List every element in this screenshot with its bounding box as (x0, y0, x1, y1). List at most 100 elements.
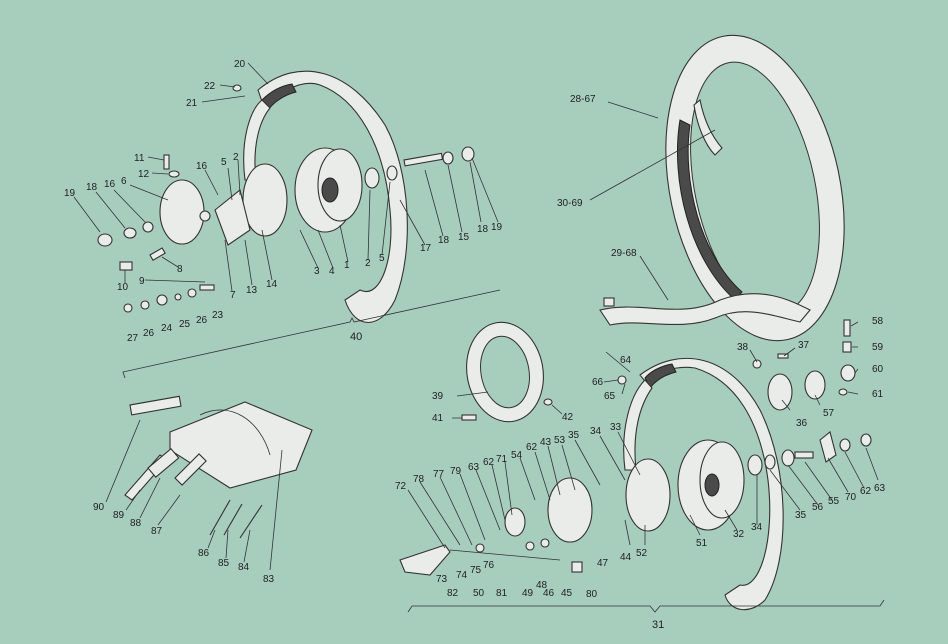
callout: 84 (238, 562, 250, 573)
callout: 39 (432, 391, 444, 402)
front-hub (159, 146, 475, 246)
callout: 6 (121, 176, 127, 187)
callout: 29-68 (611, 248, 637, 259)
front-group-brace (122, 289, 501, 379)
callout: 86 (198, 548, 210, 559)
callout: 26 (196, 315, 208, 326)
callout: 35 (568, 430, 580, 441)
callout: 14 (266, 279, 278, 290)
callout: 5 (221, 157, 227, 168)
callout: 77 (433, 469, 445, 480)
callout: 63 (468, 462, 480, 473)
callout: 16 (104, 179, 116, 190)
sprocket (452, 321, 563, 423)
callout: 30-69 (557, 198, 583, 209)
callout: 73 (436, 574, 448, 585)
callout: 76 (483, 560, 495, 571)
callout: 49 (522, 588, 534, 599)
callout: 33 (610, 422, 622, 433)
callout: 27 (127, 333, 139, 344)
callout: 22 (204, 81, 216, 92)
callout: 9 (139, 276, 145, 287)
callout: 62 (526, 442, 538, 453)
callout: 5 (379, 253, 385, 264)
callout: 71 (496, 454, 508, 465)
callout: 61 (872, 389, 884, 400)
callout: 34 (751, 522, 763, 533)
callout: 35 (795, 510, 807, 521)
callout: 79 (450, 466, 462, 477)
callout: 41 (432, 413, 444, 424)
callout: 45 (561, 588, 573, 599)
callout: 87 (151, 526, 163, 537)
callout: 18 (438, 235, 450, 246)
callout: 4 (329, 266, 335, 277)
callout: 72 (395, 481, 407, 492)
callout: 81 (496, 588, 508, 599)
callout: 32 (733, 529, 745, 540)
callout: 64 (620, 355, 632, 366)
callout: 8 (177, 264, 183, 275)
callout: 80 (586, 589, 598, 600)
callout: 34 (590, 426, 602, 437)
callout: 59 (872, 342, 884, 353)
callout: 26 (143, 328, 155, 339)
callout: 48 (536, 580, 548, 591)
callout: 10 (117, 282, 129, 293)
callout: 15 (458, 232, 470, 243)
rear-rim (623, 357, 784, 611)
tool-kit (105, 395, 313, 571)
callout: 62 (860, 486, 872, 497)
callout: 19 (64, 188, 76, 199)
callout: 2 (233, 152, 239, 163)
callout: 37 (798, 340, 810, 351)
callout: 63 (874, 483, 886, 494)
group-labels: 40 31 (350, 331, 664, 631)
callout: 51 (696, 538, 708, 549)
callout: 11 (134, 153, 145, 164)
callout: 20 (234, 59, 246, 70)
callout: 52 (636, 548, 648, 559)
tool-leader-lines (105, 419, 283, 571)
callout: 43 (540, 437, 552, 448)
tyre-leader-lines (589, 101, 716, 301)
front-leader-lines (73, 62, 499, 292)
callout: 60 (872, 364, 884, 375)
group-label-rear: 31 (652, 619, 664, 631)
callout: 58 (872, 316, 884, 327)
callout: 25 (179, 319, 191, 330)
callout: 2 (365, 258, 371, 269)
rear-group-brace (407, 599, 885, 613)
callout: 36 (796, 418, 808, 429)
callout: 50 (473, 588, 485, 599)
callout: 56 (812, 502, 824, 513)
callout: 55 (828, 496, 840, 507)
callout: 18 (477, 224, 489, 235)
tyre-assembly (589, 34, 845, 342)
callout: 38 (737, 342, 749, 353)
callout: 83 (263, 574, 275, 585)
callout: 78 (413, 474, 425, 485)
callout: 7 (230, 290, 236, 301)
inner-tube (599, 293, 811, 326)
callout: 74 (456, 570, 468, 581)
rear-wheel-assembly (399, 319, 885, 613)
callout: 54 (511, 450, 523, 461)
callout: 23 (212, 310, 224, 321)
callout: 75 (470, 565, 482, 576)
callout: 53 (554, 435, 566, 446)
callout: 24 (161, 323, 173, 334)
callout: 57 (823, 408, 835, 419)
callout: 65 (604, 391, 616, 402)
callout-labels: 20 22 21 11 12 16 5 2 19 18 16 6 8 9 10 … (64, 59, 886, 600)
front-small-parts (97, 84, 242, 313)
callout: 18 (86, 182, 98, 193)
rear-hub (399, 319, 872, 576)
callout: 42 (562, 412, 574, 423)
callout: 62 (483, 457, 495, 468)
group-label-front: 40 (350, 331, 362, 343)
callout: 21 (186, 98, 198, 109)
callout: 85 (218, 558, 230, 569)
front-wheel-assembly (73, 62, 501, 379)
